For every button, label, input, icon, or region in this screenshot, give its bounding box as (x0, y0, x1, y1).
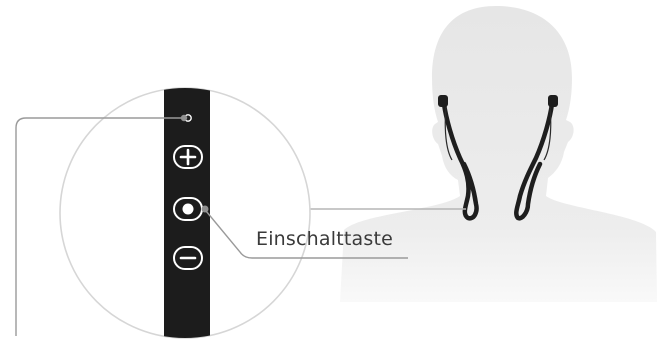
leader-dot-indicator (181, 115, 187, 121)
power-dot-icon (183, 204, 194, 215)
leader-dot-power (202, 206, 209, 213)
power-button-label: Einschalttaste (256, 228, 393, 250)
